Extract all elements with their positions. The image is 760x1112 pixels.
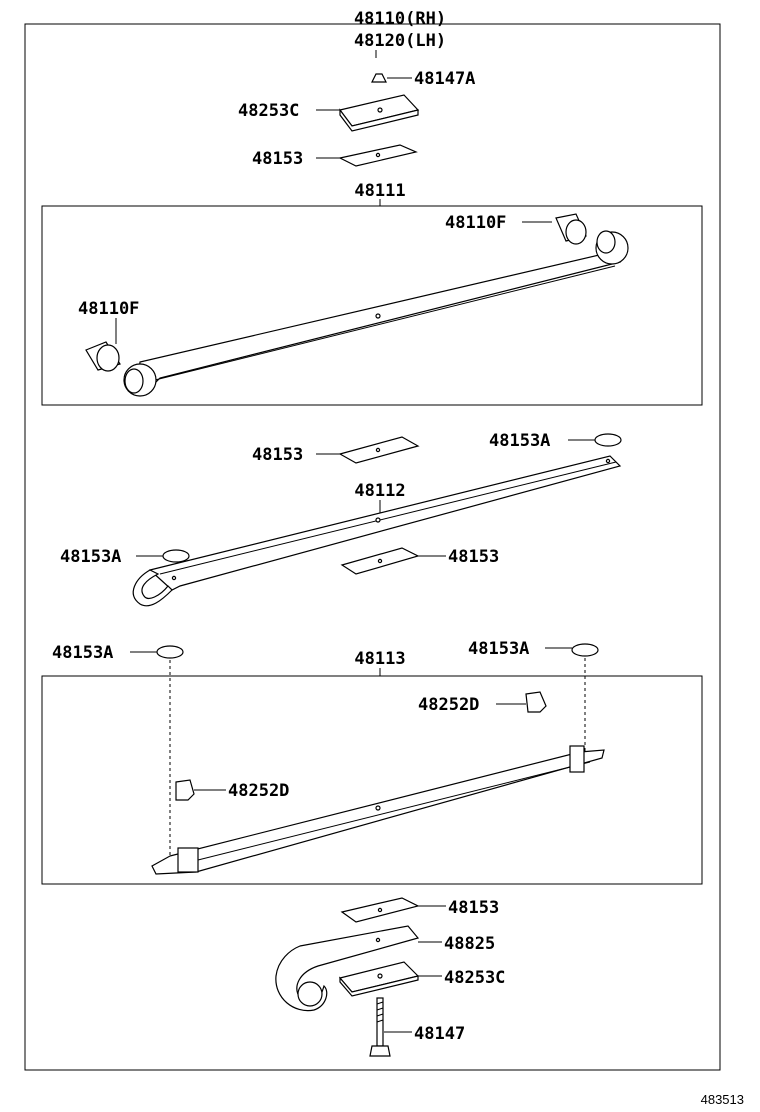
leaf-1-spring [137,251,622,391]
insert-leaf2-top-label: 48153 [252,445,303,465]
leaf-1-box [41,205,703,406]
leaf-3-clamp-right [569,745,585,773]
pad-leaf2-left-icon [162,549,190,563]
plate-top-hole [377,107,383,113]
clip-right-label: 48252D [418,695,479,715]
bolt-thread-4 [376,1019,384,1023]
leaf-2-hook-hole [171,575,177,581]
bolt-head-icon [369,1045,391,1057]
clip-left-icon [175,779,195,801]
leaf-2-spring [148,455,622,591]
bolt-label: 48147 [414,1024,465,1044]
helper-leaf-hole [375,937,381,943]
leaf-2-center-hole [375,517,381,523]
bushing-left-face [96,344,120,372]
assembly-lh-label: 48120(LH) [354,31,446,51]
leaf-1-eye-right-inner [596,230,616,254]
leaf-1-edge [154,265,616,381]
clip-left-label: 48252D [228,781,289,801]
bushing-left-label: 48110F [78,299,139,319]
leaf-3-box [41,675,703,885]
bushing-right-label: 48110F [445,213,506,233]
leaf-1-label: 48111 [354,181,405,201]
insert-leaf2-top-hole [375,447,381,453]
plate-bottom-side [339,975,419,997]
leaf-3-label: 48113 [354,649,405,669]
assembly-rh-label: 48110(RH) [354,9,446,29]
diagram-id: 483513 [701,1092,744,1107]
leaf-3-spring [151,749,605,875]
bolt-thread-1 [376,1001,384,1005]
outer-frame [24,23,721,1071]
leaf-3-clamp-left [177,847,199,873]
bolt-thread-3 [376,1013,384,1017]
leaf-2-edge [159,461,617,575]
clip-right-icon [525,691,547,713]
pad-leaf3-right-icon [571,643,599,657]
helper-leaf-icon [275,925,420,1012]
leaf-2-hook [132,569,173,607]
leaf-1-center-hole [375,313,381,319]
bolt-thread-2 [376,1007,384,1011]
insert-leaf2-bottom-hole [377,558,383,564]
leaf-3-edge [189,761,591,863]
plate-top-side [339,108,419,132]
plate-bottom-label: 48253C [444,968,505,988]
plate-bottom-hole [377,973,383,979]
pad-leaf3-left-label: 48153A [52,643,113,663]
leaf-2-end-hole [605,458,611,464]
helper-leaf-label: 48825 [444,934,495,954]
bushing-right-face [565,219,587,245]
pad-leaf3-left-icon [156,645,184,659]
pad-leaf2-right-icon [594,433,622,447]
leaf-1-eye-left-inner [124,368,144,394]
leaf-2-label: 48112 [354,481,405,501]
pad-leaf2-left-label: 48153A [60,547,121,567]
helper-leaf-eye [297,981,323,1007]
plate-top-label: 48253C [238,101,299,121]
pad-leaf2-right-label: 48153A [489,431,550,451]
insert-bottom-label: 48153 [448,898,499,918]
pad-leaf3-right-label: 48153A [468,639,529,659]
leaf-3-center-hole [375,805,381,811]
insert-bottom-hole [377,907,383,913]
insert-top-hole [375,152,381,158]
nut-top-icon [371,73,387,83]
nut-top-label: 48147A [414,69,475,89]
insert-leaf2-bottom-label: 48153 [448,547,499,567]
insert-top-label: 48153 [252,149,303,169]
